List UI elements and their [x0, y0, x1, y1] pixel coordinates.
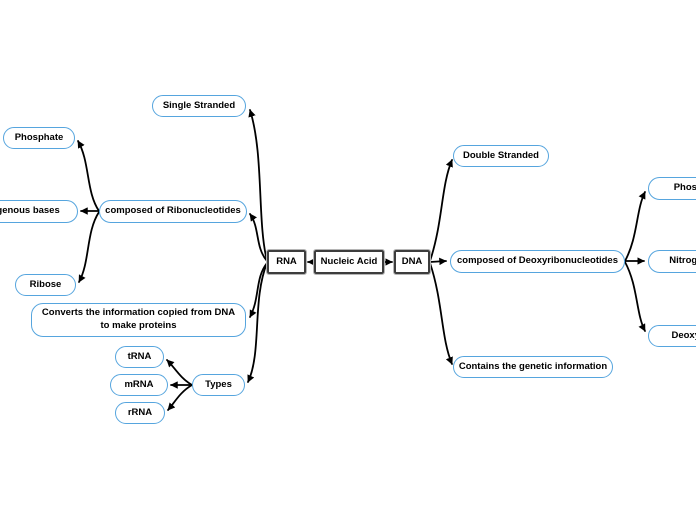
- node-nitrogenous-bases-right[interactable]: Nitrogenous bases: [648, 250, 696, 273]
- connector-deoxy-deoxyribose: [624, 261, 646, 332]
- node-contains-genetic-information[interactable]: Contains the genetic information: [453, 356, 613, 378]
- connector-ribo-ribose: [78, 211, 100, 283]
- node-converts-information-label: Converts the information copied from DNA…: [41, 307, 236, 331]
- connector-dna-contains: [429, 262, 453, 365]
- node-rna[interactable]: RNA: [266, 249, 307, 275]
- node-deoxyribose[interactable]: Deoxyribose: [648, 325, 696, 347]
- connector-dna-composed-deoxy: [429, 257, 447, 266]
- node-converts-information[interactable]: Converts the information copied from DNA…: [31, 303, 246, 337]
- connector-dna-double-stranded: [429, 159, 453, 262]
- connector-rna-converts: [249, 262, 268, 318]
- node-nitrogenous-bases-left[interactable]: Nitrogenous bases: [0, 200, 78, 223]
- node-phosphate-left[interactable]: Phosphate: [3, 127, 75, 149]
- node-phosphate-right[interactable]: Phosphate: [648, 177, 696, 200]
- node-nucleic-acid[interactable]: Nucleic Acid: [313, 249, 385, 275]
- connector-types-rrna: [167, 384, 193, 411]
- node-composed-of-ribonucleotides[interactable]: composed of Ribonucleotides: [99, 200, 247, 223]
- connector-rna-composed-ribo: [249, 213, 268, 262]
- node-double-stranded[interactable]: Double Stranded: [453, 145, 549, 167]
- connector-rna-single-stranded: [248, 109, 268, 262]
- connector-rna-types: [247, 262, 268, 383]
- node-dna[interactable]: DNA: [393, 249, 431, 275]
- node-trna[interactable]: tRNA: [115, 346, 164, 368]
- node-single-stranded[interactable]: Single Stranded: [152, 95, 246, 117]
- node-mrna[interactable]: mRNA: [110, 374, 168, 396]
- node-composed-of-deoxyribonucleotides[interactable]: composed of Deoxyribonucleotides: [450, 250, 625, 273]
- connector-types-trna: [166, 359, 193, 386]
- connector-ribo-phosphate: [77, 140, 100, 212]
- node-ribose[interactable]: Ribose: [15, 274, 76, 296]
- node-types[interactable]: Types: [192, 374, 245, 396]
- node-rrna[interactable]: rRNA: [115, 402, 165, 424]
- connector-deoxy-phosphate: [624, 191, 646, 262]
